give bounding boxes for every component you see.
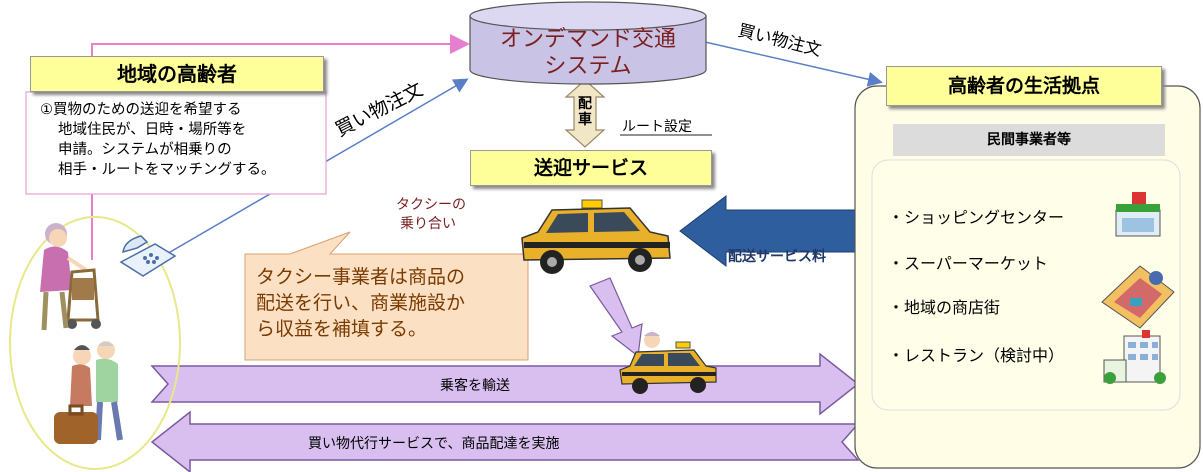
- elderly-desc-box: [25, 91, 327, 195]
- delivery-fee-label: 配送サービス料: [728, 249, 826, 265]
- elderly-title: 地域の高齢者: [30, 56, 324, 92]
- desc-line-1: ①買物のための送迎を希望する: [40, 102, 242, 118]
- system-line-2: システム: [544, 54, 632, 79]
- taxi-passenger-icon: [619, 332, 717, 394]
- elderly-woman-icon: [40, 223, 101, 331]
- subheader-bar: [893, 124, 1165, 156]
- callout-text: タクシー事業者は商品の 配送を行い、商業施設か ら収益を補填する。: [256, 264, 465, 342]
- pickup-service-title: 送迎サービス: [470, 150, 712, 186]
- shopping-street-icon: [1101, 265, 1175, 329]
- transport-arrow-label: 乗客を輸送: [440, 378, 510, 394]
- base-order-line: [704, 41, 883, 87]
- callout-line-2: 配送を行い、商業施設か: [256, 292, 466, 314]
- desc-line-4: 相手・ルートをマッチングする。: [58, 162, 276, 178]
- base-inner-panel: [871, 159, 1181, 411]
- dispatch-double-arrow: [564, 79, 606, 148]
- shopping-center-icon: [1115, 192, 1161, 237]
- delivery-arrow-label: 買い物代行サービスで、商品配達を実施: [308, 436, 560, 452]
- elderly-oval: [9, 216, 181, 470]
- elderly-couple-icon: [54, 341, 123, 444]
- callout-line-1: タクシー事業者は商品の: [256, 266, 466, 288]
- desc-line-3: 申請。システムが相乗りの: [58, 142, 232, 158]
- delivery-fee-arrow: [679, 194, 859, 268]
- callout-line-3: ら収益を補填する。: [256, 318, 428, 340]
- route-setting-label: ルート設定: [622, 119, 692, 135]
- callout-shape: [244, 231, 529, 361]
- system-title: オンデマンド交通 システム: [474, 26, 702, 80]
- base-item-shopping-center: ・ショッピングセンター: [888, 208, 1065, 227]
- base-title: 高齢者の生活拠点: [886, 66, 1162, 106]
- taxi-down-arrow: [589, 277, 643, 358]
- system-line-1: オンデマンド交通: [499, 27, 676, 52]
- taxi-ride-share-label: タクシーの 乗り合い: [396, 196, 466, 234]
- ride-share-line-1: タクシーの: [396, 197, 466, 213]
- base-item-shopping-street: ・地域の商店街: [888, 298, 1001, 317]
- restaurant-icon: [1103, 330, 1166, 384]
- dispatch-label: 配車: [578, 96, 592, 128]
- delivery-arrow: [150, 410, 860, 472]
- elderly-description: ①買物のための送迎を希望する 地域住民が、日時・場所等を 申請。システムが相乗り…: [40, 100, 330, 180]
- ride-share-line-2: 乗り合い: [400, 216, 456, 232]
- base-subheader: 民間事業者等: [987, 132, 1071, 148]
- base-item-supermarket: ・スーパーマーケット: [888, 254, 1048, 273]
- desc-line-2: 地域住民が、日時・場所等を: [58, 122, 247, 138]
- base-item-restaurant: ・レストラン（検討中）: [888, 346, 1065, 365]
- taxi-icon: [521, 199, 671, 274]
- system-cylinder: [469, 1, 707, 85]
- telephone-icon: [119, 235, 177, 277]
